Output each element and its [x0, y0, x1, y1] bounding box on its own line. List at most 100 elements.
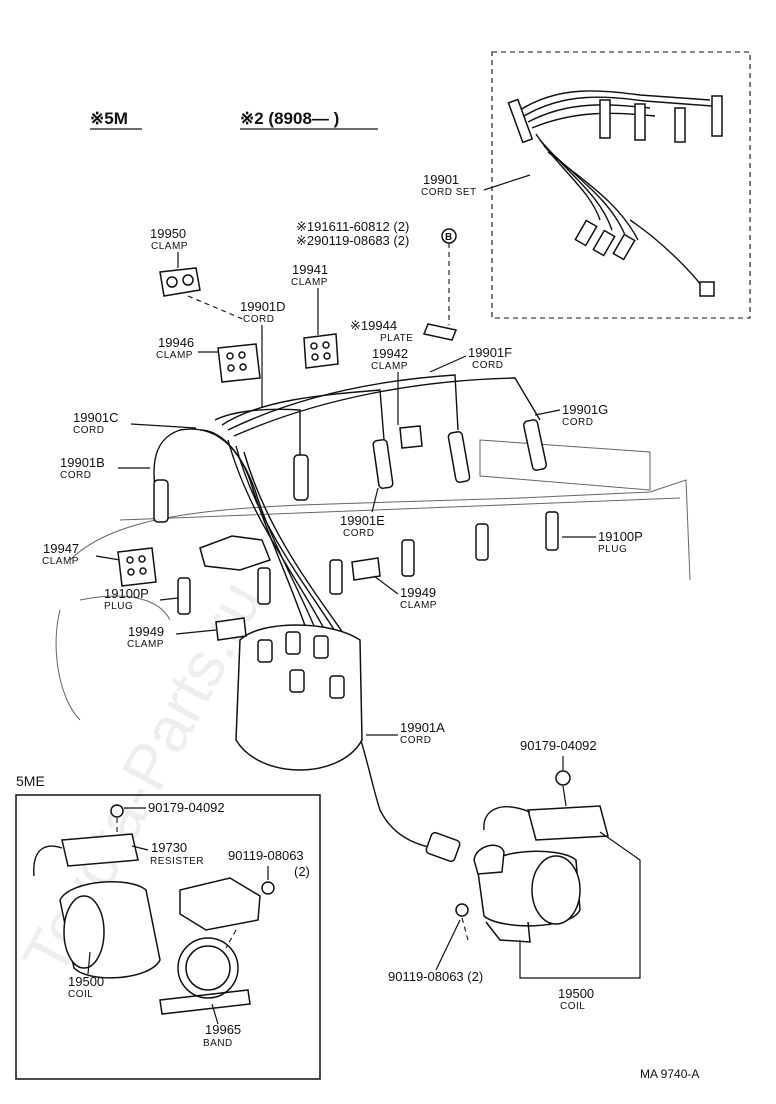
inset-19500-name: COIL: [68, 989, 93, 1000]
leader-19901: [483, 174, 531, 191]
leader-19901c: [130, 423, 197, 429]
part-90179-right-number: 90179-04092: [520, 738, 597, 753]
inset-19965-number: 19965: [205, 1022, 241, 1037]
resister-right-lead: [483, 806, 531, 831]
note-b-letter: B: [445, 232, 452, 243]
part-19901c-number: 19901C: [73, 410, 119, 425]
resister-right-shape: [527, 805, 609, 841]
leader-19901g: [534, 409, 561, 416]
inset-90119-qty: (2): [294, 864, 310, 879]
spark-plugs: [177, 511, 559, 615]
dash-90179-right: [562, 785, 567, 807]
part-19949-right-name: CLAMP: [400, 600, 437, 611]
part-19944-name: PLATE: [380, 333, 413, 344]
leader-90119-right: [435, 919, 461, 971]
inset-leader-19965: [211, 1003, 219, 1025]
dash-90119-right: [461, 917, 469, 941]
leader-19500-right: [519, 831, 641, 979]
part-19949-left-number: 19949: [128, 624, 164, 639]
ignition-cords: [153, 374, 548, 863]
part-19901f-name: CORD: [472, 360, 503, 371]
part-19949-left-name: CLAMP: [127, 639, 164, 650]
leader-19947: [95, 555, 121, 561]
variant-5m-label: ※5M: [90, 109, 128, 128]
cord-set-box: [491, 51, 751, 319]
inset-block-shape: [179, 877, 261, 931]
part-19100p-left-name: PLUG: [104, 601, 133, 612]
variant-2-label: ※2 (8908— ): [240, 109, 339, 128]
part-19100p-left-number: 19100P: [104, 586, 149, 601]
part-19901e-number: 19901E: [340, 513, 385, 528]
part-19901e-name: CORD: [343, 528, 374, 539]
leader-19949-left: [175, 629, 217, 635]
part-90119-right-number: 90119-08063 (2): [388, 969, 483, 984]
inset-90179-number: 90179-04092: [148, 800, 225, 815]
part-19946-number: 19946: [158, 335, 194, 350]
part-19901c-name: CORD: [73, 425, 104, 436]
part-19944-number: ※19944: [350, 318, 397, 333]
part-19949-right-number: 19949: [400, 585, 436, 600]
dash-19950: [187, 295, 246, 321]
clamp-19949-left-shape: [215, 617, 247, 641]
part-19942-number: 19942: [372, 346, 408, 361]
note-line-1: ※191611-60812 (2): [296, 219, 409, 234]
part-19901-number: 19901: [423, 172, 459, 187]
clamp-19947-shape: [117, 547, 157, 587]
part-19500-right-name: COIL: [560, 1001, 585, 1012]
part-19901d-number: 19901D: [240, 299, 286, 314]
part-19950-number: 19950: [150, 226, 186, 241]
part-19901a-number: 19901A: [400, 720, 445, 735]
part-19950-name: CLAMP: [151, 241, 188, 252]
coil-19500-right-shape: [473, 844, 581, 943]
inset-band-19965-shape: [159, 937, 251, 1015]
leader-19901f: [429, 355, 467, 373]
inset-leader-19730: [131, 845, 149, 851]
distributor-cap: [199, 535, 271, 571]
inset-dash-19965: [225, 929, 237, 949]
clamp-19941-shape: [303, 333, 339, 369]
part-19947-name: CLAMP: [42, 556, 79, 567]
inset-coil-19500-shape: [59, 881, 161, 979]
part-19941-number: 19941: [292, 262, 328, 277]
part-19942-name: CLAMP: [371, 361, 408, 372]
inset-box: [15, 794, 321, 1080]
part-19901f-number: 19901F: [468, 345, 512, 360]
leader-19901e: [371, 487, 379, 513]
bolt-90119-right: [455, 903, 469, 917]
leader-19949-right: [373, 575, 399, 595]
inset-19730-number: 19730: [151, 840, 187, 855]
cord-set-illustration: [507, 90, 723, 297]
part-19901d-name: CORD: [243, 314, 274, 325]
inset-90119-number: 90119-08063: [228, 848, 304, 863]
engine-block-outline: [55, 439, 691, 721]
clamp-19950-shape: [159, 267, 201, 297]
inset-leader-19500: [87, 951, 91, 975]
inset-resister-shape: [61, 833, 139, 867]
part-19941-name: CLAMP: [291, 277, 328, 288]
part-19100p-right-name: PLUG: [598, 544, 627, 555]
inset-19500-number: 19500: [68, 974, 104, 989]
part-19500-right-number: 19500: [558, 986, 594, 1001]
clamp-19942-shape: [399, 425, 423, 449]
part-19901b-name: CORD: [60, 470, 91, 481]
inset-title: 5ME: [16, 773, 45, 789]
distributor-body: [235, 624, 363, 771]
part-19901a-name: CORD: [400, 735, 431, 746]
clamp-19946-shape: [217, 343, 261, 383]
part-19100p-right-number: 19100P: [598, 529, 643, 544]
inset-bolt-90119: [261, 881, 275, 895]
nut-90179-right: [555, 770, 571, 786]
plate-19944-shape: [422, 323, 458, 341]
part-19901-name: CORD SET: [421, 187, 477, 198]
part-19901b-number: 19901B: [60, 455, 105, 470]
part-19946-name: CLAMP: [156, 350, 193, 361]
part-19901g-number: 19901G: [562, 402, 608, 417]
part-19947-number: 19947: [43, 541, 79, 556]
part-19901g-name: CORD: [562, 417, 593, 428]
clamp-19949-right-shape: [351, 557, 381, 581]
inset-19730-name: RESISTER: [150, 856, 204, 867]
leader-19100p-left: [159, 597, 179, 601]
inset-nut-90179: [110, 804, 124, 818]
inset-resister-lead: [33, 845, 63, 877]
